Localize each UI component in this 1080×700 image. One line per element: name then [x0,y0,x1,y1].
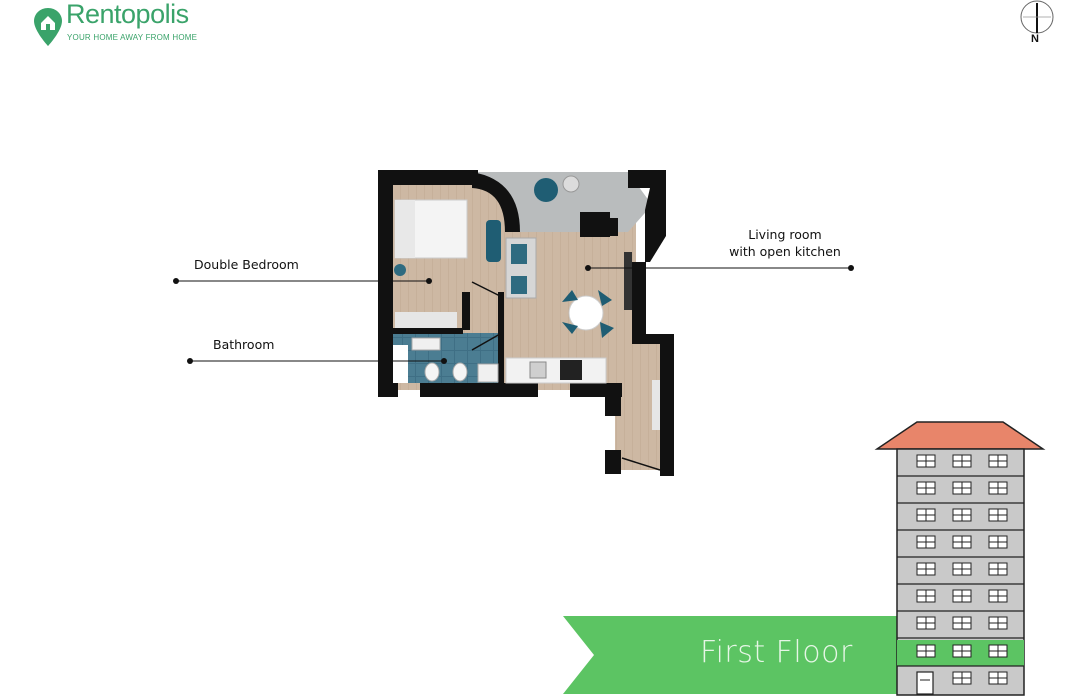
room-label-double-bedroom: Double Bedroom [194,257,299,272]
floor-banner [563,616,900,694]
building-window [916,644,936,658]
brand-logo [30,4,210,46]
building-window [988,644,1008,658]
building-window [952,644,972,658]
building-window [988,535,1008,549]
room-label-living-room: Living room with open kitchen [720,226,850,260]
building-window [988,562,1008,576]
building-window [952,535,972,549]
brand-tagline: YOUR HOME AWAY FROM HOME [67,33,198,42]
building-illustration [874,421,1046,696]
leader-line-bathroom [187,358,447,364]
building-window [988,508,1008,522]
floor-banner-label: First Floor [700,635,853,670]
building-window [916,562,936,576]
building-window [916,481,936,495]
building-window [916,589,936,603]
leader-line-bedroom [173,278,432,284]
building-window [916,454,936,468]
building-window [988,589,1008,603]
building-window [952,562,972,576]
building-window [952,616,972,630]
building-door [916,671,934,695]
building-window [988,671,1008,685]
compass-north-label: N [1031,33,1039,45]
room-label-living-line1: Living room [748,227,822,242]
building-window [952,508,972,522]
building-window [988,616,1008,630]
building-window [952,589,972,603]
building-window [988,481,1008,495]
location-pin-icon [34,8,62,46]
building-window [952,481,972,495]
building-window [988,454,1008,468]
floor-plan [378,170,674,476]
building-window [916,508,936,522]
room-label-living-line2: with open kitchen [729,244,841,259]
building-window [916,616,936,630]
brand-name: Rentopolis [66,0,189,29]
leader-line-living [585,265,854,271]
room-label-bathroom: Bathroom [213,337,275,352]
building-window [952,671,972,685]
building-window [916,535,936,549]
compass-icon [1020,0,1054,34]
building-window [952,454,972,468]
